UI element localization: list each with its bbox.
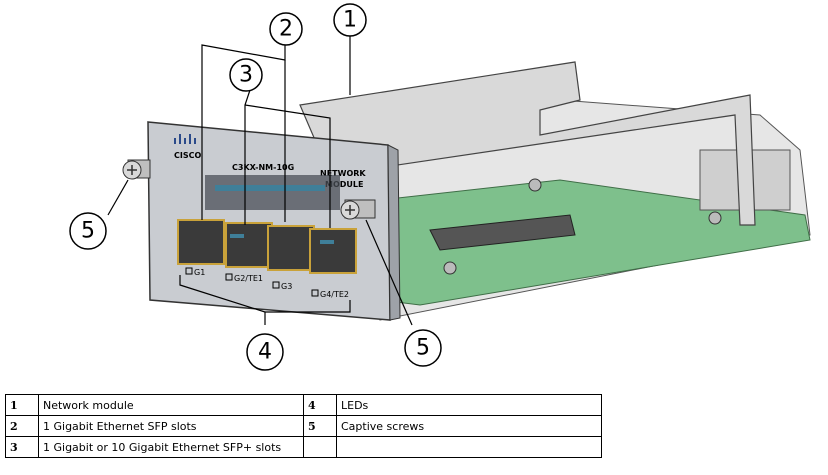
legend-number: 2 [5,415,39,437]
module-tray [379,99,811,321]
sfp-slot-3 [267,225,315,271]
port-label-g1: G1 [194,268,205,277]
vent-grid [205,175,340,210]
legend-number: 5 [303,415,337,437]
network-label-line1: NETWORK [320,169,366,178]
network-module-diagram: CISCO C3KX-NM-10G NETWORK MODULE G1 G2/T… [69,3,811,371]
port-label-g2-te1: G2/TE1 [234,274,263,283]
sfp-slot-1 [177,219,225,265]
model-label: C3KX-NM-10G [232,163,294,172]
captive-screw-left [122,159,151,180]
legend-description: LEDs [336,394,602,416]
port-labels: G1 G2/TE1 G3 G4/TE2 [185,267,349,299]
sfp-slots [177,219,357,274]
svg-text:3: 3 [239,63,253,88]
network-label-line2: MODULE [325,180,363,189]
port-label-g4-te2: G4/TE2 [320,290,349,299]
legend-row: 2 1 Gigabit Ethernet SFP slots 5 Captive… [5,415,602,437]
svg-text:4: 4 [258,340,272,365]
callout-5-right: 5 [404,329,442,367]
legend-description: Network module [38,394,304,416]
legend-table: 1 Network module 4 LEDs 2 1 Gigabit Ethe… [5,394,602,458]
cisco-logo [174,134,196,144]
callout-3: 3 [229,58,263,92]
svg-text:5: 5 [416,336,430,361]
svg-text:2: 2 [279,17,293,42]
callout-5-left: 5 [69,212,107,250]
legend-row: 3 1 Gigabit or 10 Gigabit Ethernet SFP+ … [5,436,602,458]
legend-row: 1 Network module 4 LEDs [5,394,602,416]
faceplate: CISCO C3KX-NM-10G NETWORK MODULE G1 G2/T… [122,121,401,321]
svg-text:5: 5 [81,219,95,244]
port-label-g3: G3 [281,282,292,291]
legend-number: 4 [303,394,337,416]
callout-2: 2 [269,12,303,46]
callout-1: 1 [333,3,367,37]
module-handle [299,61,756,226]
legend-description [336,436,602,458]
leader-lines [107,35,413,326]
captive-screw-right [340,199,376,220]
sfp-slot-2 [225,222,273,268]
legend-description: Captive screws [336,415,602,437]
legend-number: 1 [5,394,39,416]
brand-label: CISCO [174,151,201,160]
sfp-slot-4 [309,228,357,274]
svg-text:1: 1 [343,8,357,33]
legend-description: 1 Gigabit or 10 Gigabit Ethernet SFP+ sl… [38,436,304,458]
callout-4: 4 [246,333,284,371]
legend-number: 3 [5,436,39,458]
legend-description: 1 Gigabit Ethernet SFP slots [38,415,304,437]
legend-number [303,436,337,458]
